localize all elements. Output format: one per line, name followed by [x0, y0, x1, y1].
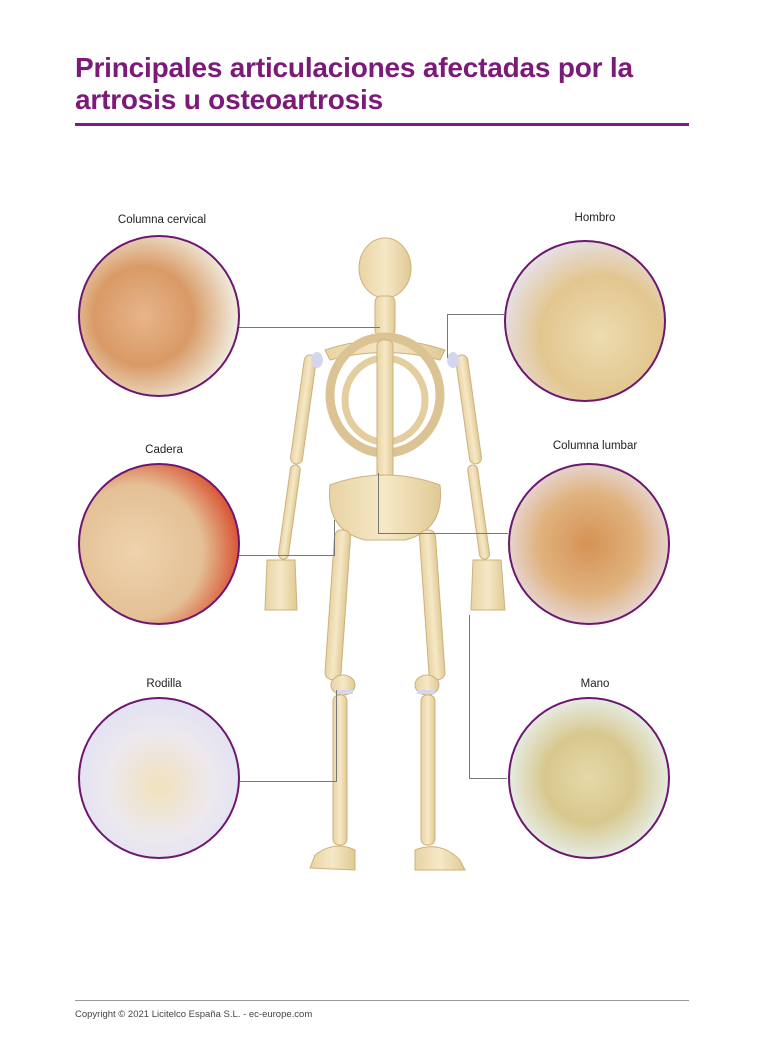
connector-hombro: [447, 314, 504, 315]
circle-columna-lumbar: [508, 463, 670, 625]
title-divider: [75, 123, 689, 126]
label-columna-lumbar: Columna lumbar: [552, 440, 638, 452]
connector-cadera-v: [334, 520, 335, 556]
label-mano: Mano: [580, 678, 610, 690]
circle-mano: [508, 697, 670, 859]
connector-mano-v: [469, 615, 470, 779]
skeleton-illustration: [264, 237, 506, 871]
circle-columna-cervical: [78, 235, 240, 397]
connector-mano: [469, 778, 507, 779]
connector-lumbar: [378, 533, 508, 534]
connector-rodilla-v: [336, 690, 337, 782]
circle-hombro: [504, 240, 666, 402]
copyright-text: Copyright © 2021 Licitelco España S.L. -…: [75, 1009, 313, 1020]
circle-rodilla: [78, 697, 240, 859]
label-rodilla: Rodilla: [146, 678, 182, 690]
connector-rodilla: [238, 781, 336, 782]
circle-cadera: [78, 463, 240, 625]
page-title: Principales articulaciones afectadas por…: [75, 52, 633, 115]
connector-cadera: [238, 555, 334, 556]
connector-lumbar-v: [378, 473, 379, 534]
connector-cervical: [238, 327, 380, 328]
footer-divider: [75, 1000, 689, 1001]
label-hombro: Hombro: [574, 212, 616, 224]
label-columna-cervical: Columna cervical: [117, 214, 207, 226]
label-cadera: Cadera: [145, 444, 183, 456]
connector-hombro-v: [447, 314, 448, 358]
